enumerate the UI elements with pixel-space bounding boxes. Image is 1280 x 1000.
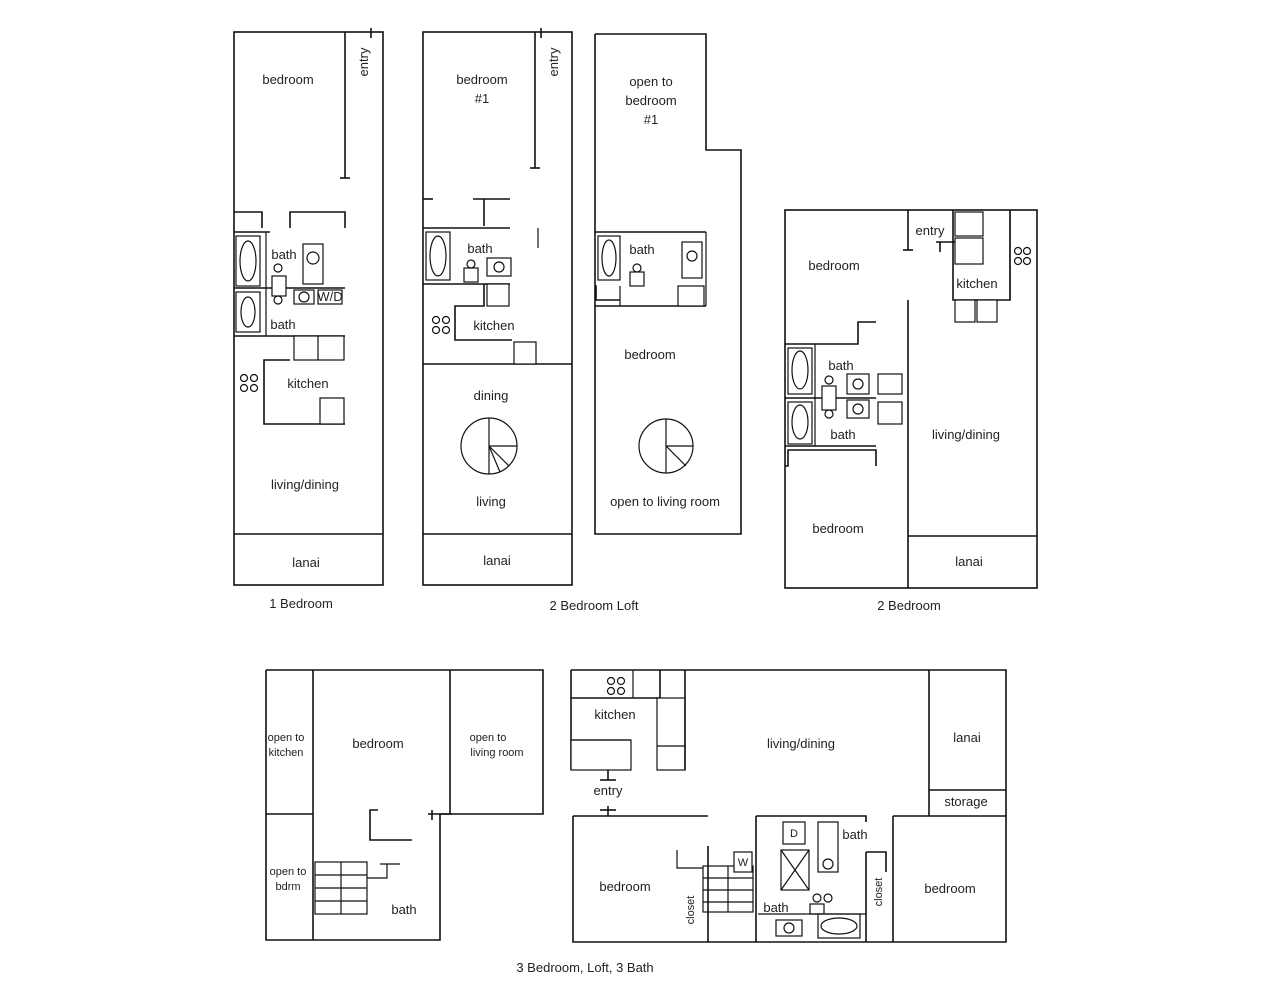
room-bath: bath xyxy=(763,900,788,915)
room-lanai: lanai xyxy=(955,554,983,569)
room-open-kitchen: kitchen xyxy=(269,747,304,759)
room-living-dining: living/dining xyxy=(767,736,835,751)
room-open-to: open to xyxy=(629,74,672,89)
room-living: living xyxy=(476,494,506,509)
room-kitchen: kitchen xyxy=(287,376,328,391)
room-bath: bath xyxy=(467,241,492,256)
room-bath: bath xyxy=(271,247,296,262)
plan-caption: 2 Bedroom Loft xyxy=(550,598,639,613)
room-kitchen: kitchen xyxy=(473,318,514,333)
plan-2-bedroom-loft-upper: open to bedroom #1 bath bedroom open to … xyxy=(550,33,742,613)
room-kitchen: kitchen xyxy=(956,276,997,291)
room-bedroom-1: bedroom xyxy=(456,72,507,87)
plan-caption: 3 Bedroom, Loft, 3 Bath xyxy=(516,960,653,975)
room-bath: bath xyxy=(842,827,867,842)
room-kitchen: kitchen xyxy=(594,707,635,722)
room-dining: dining xyxy=(474,388,509,403)
room-open-living-room: open to living room xyxy=(610,494,720,509)
plan-3-bedroom-loft: open to kitchen bedroom open to living r… xyxy=(265,669,544,941)
room-entry: entry xyxy=(916,223,945,238)
room-bath: bath xyxy=(629,242,654,257)
room-bedroom: bedroom xyxy=(624,347,675,362)
room-bedroom: bedroom xyxy=(352,736,403,751)
room-lanai: lanai xyxy=(292,555,320,570)
room-washer-dryer: W/D xyxy=(317,289,342,304)
room-living-dining: living/dining xyxy=(932,427,1000,442)
room-open-to: open to xyxy=(268,732,305,744)
room-lanai: lanai xyxy=(483,553,511,568)
room-open-bdrm: bdrm xyxy=(275,881,300,893)
room-bath: bath xyxy=(270,317,295,332)
washer-label: W xyxy=(738,857,749,869)
room-bedroom-number: #1 xyxy=(475,91,489,106)
room-closet: closet xyxy=(685,896,697,925)
plan-caption: 2 Bedroom xyxy=(877,598,941,613)
room-bedroom: bedroom xyxy=(808,258,859,273)
plan-1-bedroom: bedroom entry bath W/D bath kitchen livi… xyxy=(233,28,384,611)
room-bath: bath xyxy=(830,427,855,442)
room-open-bedroom: bedroom xyxy=(625,93,676,108)
room-bedroom: bedroom xyxy=(262,72,313,87)
room-entry: entry xyxy=(356,47,371,76)
plan-caption: 1 Bedroom xyxy=(269,596,333,611)
room-entry: entry xyxy=(594,783,623,798)
room-bedroom: bedroom xyxy=(812,521,863,536)
plan-2-bedroom: entry bedroom kitchen bath bath living/d… xyxy=(784,209,1038,613)
room-lanai: lanai xyxy=(953,730,981,745)
room-open-to: open to xyxy=(270,866,307,878)
plan-3-bedroom-main: kitchen living/dining lanai storage entr… xyxy=(516,669,1007,975)
room-storage: storage xyxy=(944,794,987,809)
dryer-label: D xyxy=(790,828,798,840)
room-bedroom-number: #1 xyxy=(644,112,658,127)
plan-2-bedroom-loft-lower: bedroom #1 entry bath kitchen dining liv… xyxy=(422,28,573,586)
room-bath: bath xyxy=(828,358,853,373)
room-bath: bath xyxy=(391,902,416,917)
room-open-to: open to xyxy=(470,732,507,744)
room-bedroom: bedroom xyxy=(924,881,975,896)
room-bedroom: bedroom xyxy=(599,879,650,894)
room-entry: entry xyxy=(546,47,561,76)
room-living-dining: living/dining xyxy=(271,477,339,492)
room-closet: closet xyxy=(873,878,885,907)
room-open-living-room: living room xyxy=(470,747,523,759)
